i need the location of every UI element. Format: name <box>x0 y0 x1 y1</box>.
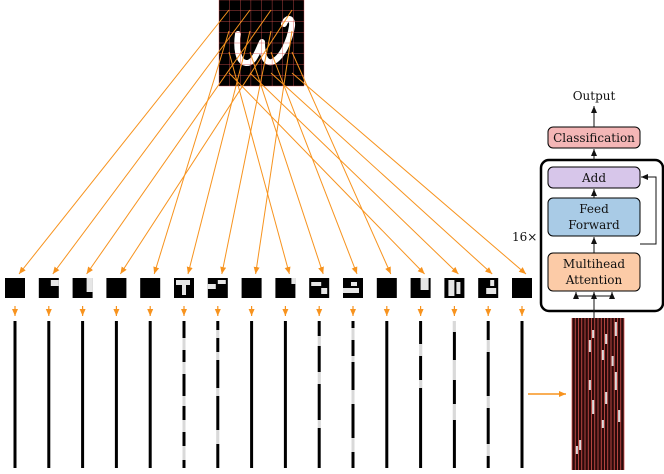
handwritten-digit <box>234 16 296 66</box>
patch-tile <box>106 278 127 298</box>
patch-tile <box>512 278 532 298</box>
patch-arrow <box>220 30 272 275</box>
patch-tile <box>5 278 25 298</box>
feed-forward-label-2: Forward <box>568 218 620 232</box>
patch-arrow <box>186 30 251 275</box>
patch-tile <box>275 278 296 298</box>
block-outline <box>539 158 664 313</box>
flatten-arrows <box>12 306 525 316</box>
sequence-columns <box>571 318 625 470</box>
patch-arrows <box>18 9 527 275</box>
input-image <box>218 0 305 87</box>
output-label: Output <box>573 89 616 103</box>
patch-tile <box>140 278 161 298</box>
patch-row <box>5 278 532 298</box>
patch-arrow <box>270 51 358 275</box>
repeat-label: 16× <box>512 230 537 244</box>
patch-arrow <box>291 51 392 275</box>
add-label: Add <box>581 171 606 185</box>
patch-arrow <box>270 72 493 275</box>
patch-arrow <box>119 9 293 275</box>
patch-arrow <box>86 9 272 275</box>
patch-arrow <box>228 51 291 275</box>
transformer-block: 16× Multihead Attention Feed Forward Add <box>512 158 664 318</box>
attention-label-2: Attention <box>565 273 623 287</box>
patch-arrow <box>228 72 425 275</box>
patch-arrow <box>249 51 324 275</box>
feed-forward-label-1: Feed <box>579 202 609 216</box>
patch-arrow <box>52 9 251 275</box>
patch-arrow <box>18 9 230 275</box>
token-sequence <box>571 318 625 470</box>
attention-label-1: Multihead <box>563 257 625 271</box>
patch-arrow <box>153 30 230 275</box>
flattened-vectors <box>13 320 524 468</box>
patch-arrow <box>249 72 459 275</box>
classification-label: Classification <box>553 131 635 145</box>
patch-tile <box>376 278 397 298</box>
patch-arrow <box>291 72 527 275</box>
add-box <box>547 166 641 189</box>
patch-arrow <box>253 30 293 275</box>
patch-tile <box>241 278 262 298</box>
